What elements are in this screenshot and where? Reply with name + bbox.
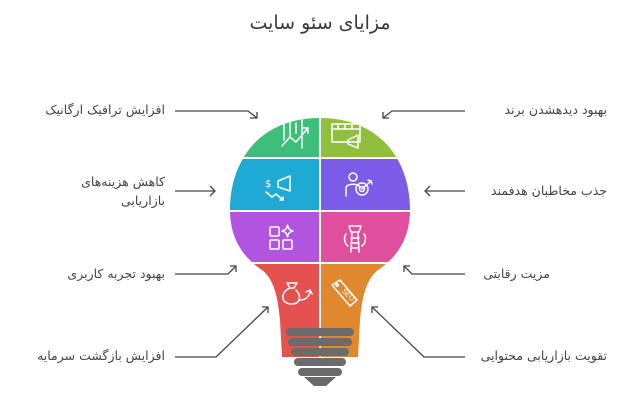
arrow-brand-visibility bbox=[382, 110, 465, 119]
arrow-competitive-advantage bbox=[403, 265, 465, 275]
label-marketing-cost-line2: بازاریابی bbox=[120, 193, 165, 208]
bulb-base bbox=[286, 328, 354, 386]
label-organic-traffic: افزایش ترافیک ارگانیک bbox=[45, 102, 165, 117]
money-bag-return-icon bbox=[282, 282, 313, 305]
money-down-megaphone-icon: $ bbox=[265, 175, 291, 201]
label-roi: افزایش بازگشت سرمایه bbox=[37, 348, 165, 363]
label-content-marketing: تقویت بازاریابی محتوایی bbox=[480, 348, 607, 363]
diagram-title: مزایای سئو سایت bbox=[249, 12, 391, 34]
person-target-icon bbox=[345, 172, 373, 197]
connector-arrows bbox=[175, 110, 269, 358]
label-user-experience: بهبود تجربه کاربری bbox=[67, 266, 165, 281]
arrow-roi bbox=[175, 306, 269, 358]
segment-competitive-advantage bbox=[321, 212, 410, 262]
apps-sparkle-icon bbox=[269, 224, 294, 250]
label-marketing-cost-line1: کاهش هزینه‌های bbox=[81, 174, 165, 189]
segment-target-audience bbox=[321, 159, 410, 210]
billboard-megaphone-icon bbox=[331, 123, 361, 149]
trophy-ladder-icon bbox=[343, 225, 367, 253]
segment-brand-visibility bbox=[321, 118, 410, 157]
label-marketing-cost: کاهش هزینه‌های بازاریابی bbox=[81, 172, 165, 210]
arrow-user-experience bbox=[175, 265, 237, 275]
chart-growth-icon bbox=[281, 119, 309, 149]
segment-user-experience bbox=[230, 212, 319, 262]
connector-arrows-right bbox=[371, 110, 465, 358]
segment-marketing-cost bbox=[230, 159, 319, 210]
arrow-organic-traffic bbox=[175, 110, 258, 119]
arrow-content-marketing bbox=[371, 306, 465, 358]
label-competitive-advantage: مزیت رقابتی bbox=[483, 266, 550, 281]
label-target-audience: جذب مخاطبان هدفمند bbox=[491, 183, 607, 198]
svg-text:$: $ bbox=[265, 179, 271, 190]
label-brand-visibility: بهبود دیدهشدن برند bbox=[504, 102, 608, 117]
